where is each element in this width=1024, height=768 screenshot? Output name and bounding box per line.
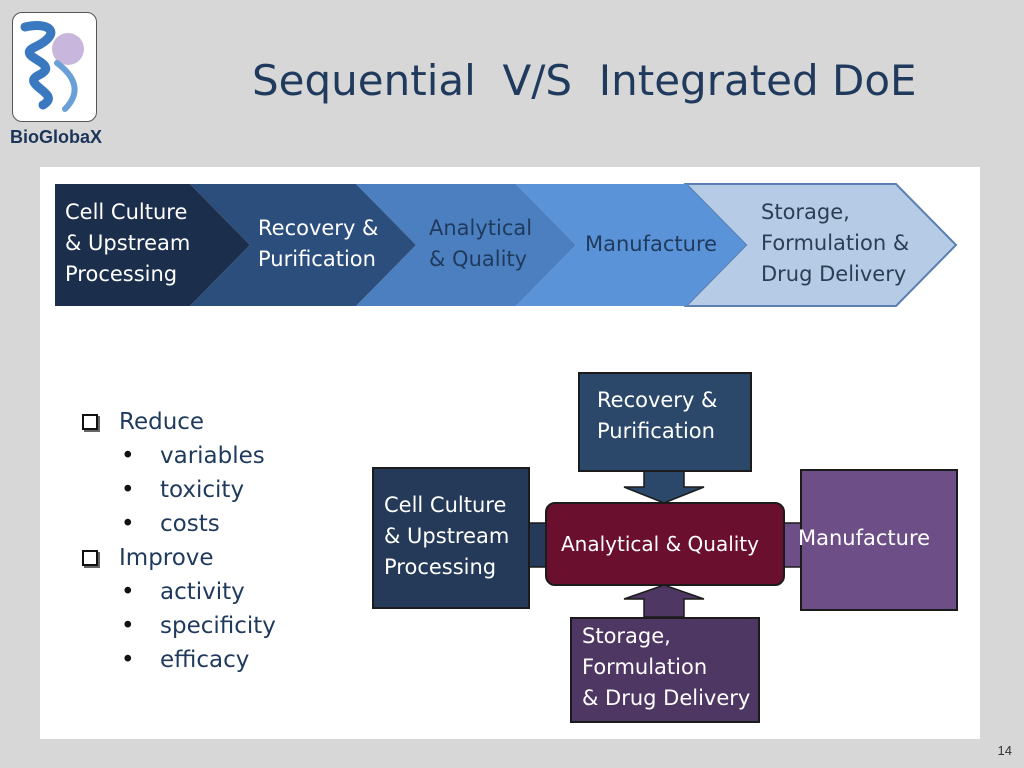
integrated-recovery-box bbox=[578, 372, 752, 472]
integrated-storage-box bbox=[570, 617, 760, 723]
integrated-manufacture-label: Manufacture bbox=[798, 526, 931, 550]
list-item: •toxicity bbox=[77, 473, 276, 507]
integrated-storage-label: Storage, Formulation & Drug Delivery bbox=[582, 624, 751, 710]
helix-icon bbox=[20, 21, 84, 112]
list-item: •efficacy bbox=[77, 643, 276, 677]
flow-step-analytical-arrow bbox=[356, 184, 576, 306]
flow-step-storage-label: Storage, Formulation & Drug Delivery bbox=[761, 200, 910, 286]
content-panel: Cell Culture & Upstream Processing Recov… bbox=[40, 167, 980, 739]
bullet-improve: Improve bbox=[77, 541, 276, 575]
checkbox-bullet-icon bbox=[82, 414, 98, 430]
logo-text: BioGlobaX bbox=[10, 127, 103, 147]
sequential-flow bbox=[55, 183, 958, 307]
page-number: 14 bbox=[997, 743, 1012, 758]
arrow-bottom-to-center bbox=[623, 584, 705, 618]
bullet-dot-icon: • bbox=[121, 477, 135, 503]
bullet-dot-icon: • bbox=[121, 613, 135, 639]
flow-step-analytical-label: Analytical & Quality bbox=[429, 216, 533, 271]
flow-step-cell-culture-label: Cell Culture & Upstream Processing bbox=[65, 200, 191, 286]
arrow-top-to-center bbox=[623, 468, 705, 504]
logo-image bbox=[12, 12, 97, 122]
flow-step-recovery-arrow bbox=[190, 184, 416, 306]
integrated-recovery-label: Recovery & Purification bbox=[597, 388, 718, 443]
list-item: •activity bbox=[77, 575, 276, 609]
list-item: •costs bbox=[77, 507, 276, 541]
checkbox-bullet-icon bbox=[82, 550, 98, 566]
integrated-analytical-center bbox=[545, 502, 785, 586]
integrated-manufacture-box bbox=[800, 469, 958, 611]
list-item: •specificity bbox=[77, 609, 276, 643]
integrated-cell-culture-label: Cell Culture & Upstream Processing bbox=[384, 493, 510, 579]
flow-step-manufacture-label: Manufacture bbox=[585, 232, 718, 256]
integrated-cell-culture-box bbox=[372, 467, 530, 609]
bullet-dot-icon: • bbox=[121, 647, 135, 673]
bullet-list: Reduce •variables •toxicity •costs Impro… bbox=[77, 405, 276, 677]
flow-step-manufacture-arrow bbox=[516, 184, 746, 306]
bullet-dot-icon: • bbox=[121, 443, 135, 469]
page-title: Sequential V/S Integrated DoE bbox=[252, 56, 917, 105]
bullet-dot-icon: • bbox=[121, 579, 135, 605]
flow-step-recovery-label: Recovery & Purification bbox=[258, 216, 379, 271]
bullet-dot-icon: • bbox=[121, 511, 135, 537]
bullet-reduce: Reduce bbox=[77, 405, 276, 439]
integrated-analytical-label: Analytical & Quality bbox=[561, 532, 759, 556]
flow-step-cell-culture-arrow bbox=[55, 184, 250, 306]
list-item: •variables bbox=[77, 439, 276, 473]
